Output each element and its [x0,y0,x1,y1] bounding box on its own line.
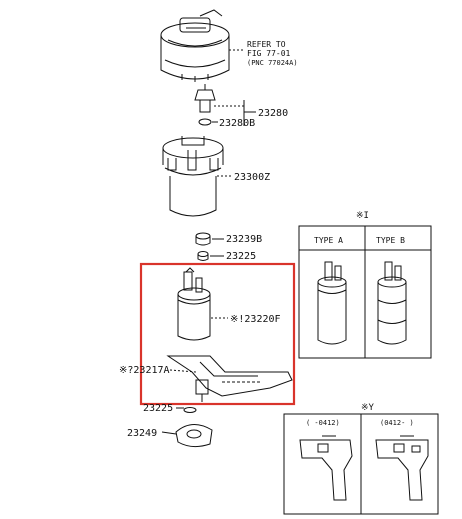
part-label-23225-lower: 23225 [143,403,173,414]
inlet-fitting-drawing [194,84,256,126]
part-label-23225-upper: 23225 [226,251,256,262]
ref-note-line2: FIG 77-01 [247,49,291,58]
cushion-drawing [195,232,224,246]
fuel-filter-top-drawing [160,9,245,82]
type-a-pump-drawing [317,261,347,345]
part-label-23220: ※!23220F [230,314,281,325]
part-label-23239: 23239B [226,234,262,245]
bracket-left-range: ( -0412) [306,419,340,427]
type-panel-frame [298,225,432,359]
bracket-right-range: (0412- ) [380,419,414,427]
bracket-old-drawing [299,435,353,501]
lower-ring-drawing [176,407,197,413]
filter-sock-drawing [166,355,293,402]
o-ring-drawing [198,118,218,126]
bracket-panel-frame [283,413,439,515]
clip-drawing [161,424,213,448]
ref-note-line1: REFER TO [247,40,286,49]
part-label-23249: 23249 [127,428,157,439]
fuel-filter-body-drawing [162,136,232,217]
part-label-23280: 23280 [258,108,288,119]
highlight-box [139,262,296,406]
bracket-panel-marker: ※Y [361,403,375,413]
part-label-23300: 23300Z [234,172,270,183]
type-panel-marker: ※I [356,211,369,221]
bracket-new-drawing [375,435,429,501]
fuel-pump-drawing [177,267,228,341]
type-b-label: TYPE B [376,236,405,245]
part-label-23280b: 23280B [219,118,255,129]
ref-note-line3: (PNC 77024A) [247,59,298,67]
upper-ring-drawing [197,251,224,261]
type-b-pump-drawing [377,261,407,345]
part-label-23217: ※?23217A [119,365,170,376]
type-a-label: TYPE A [314,236,343,245]
